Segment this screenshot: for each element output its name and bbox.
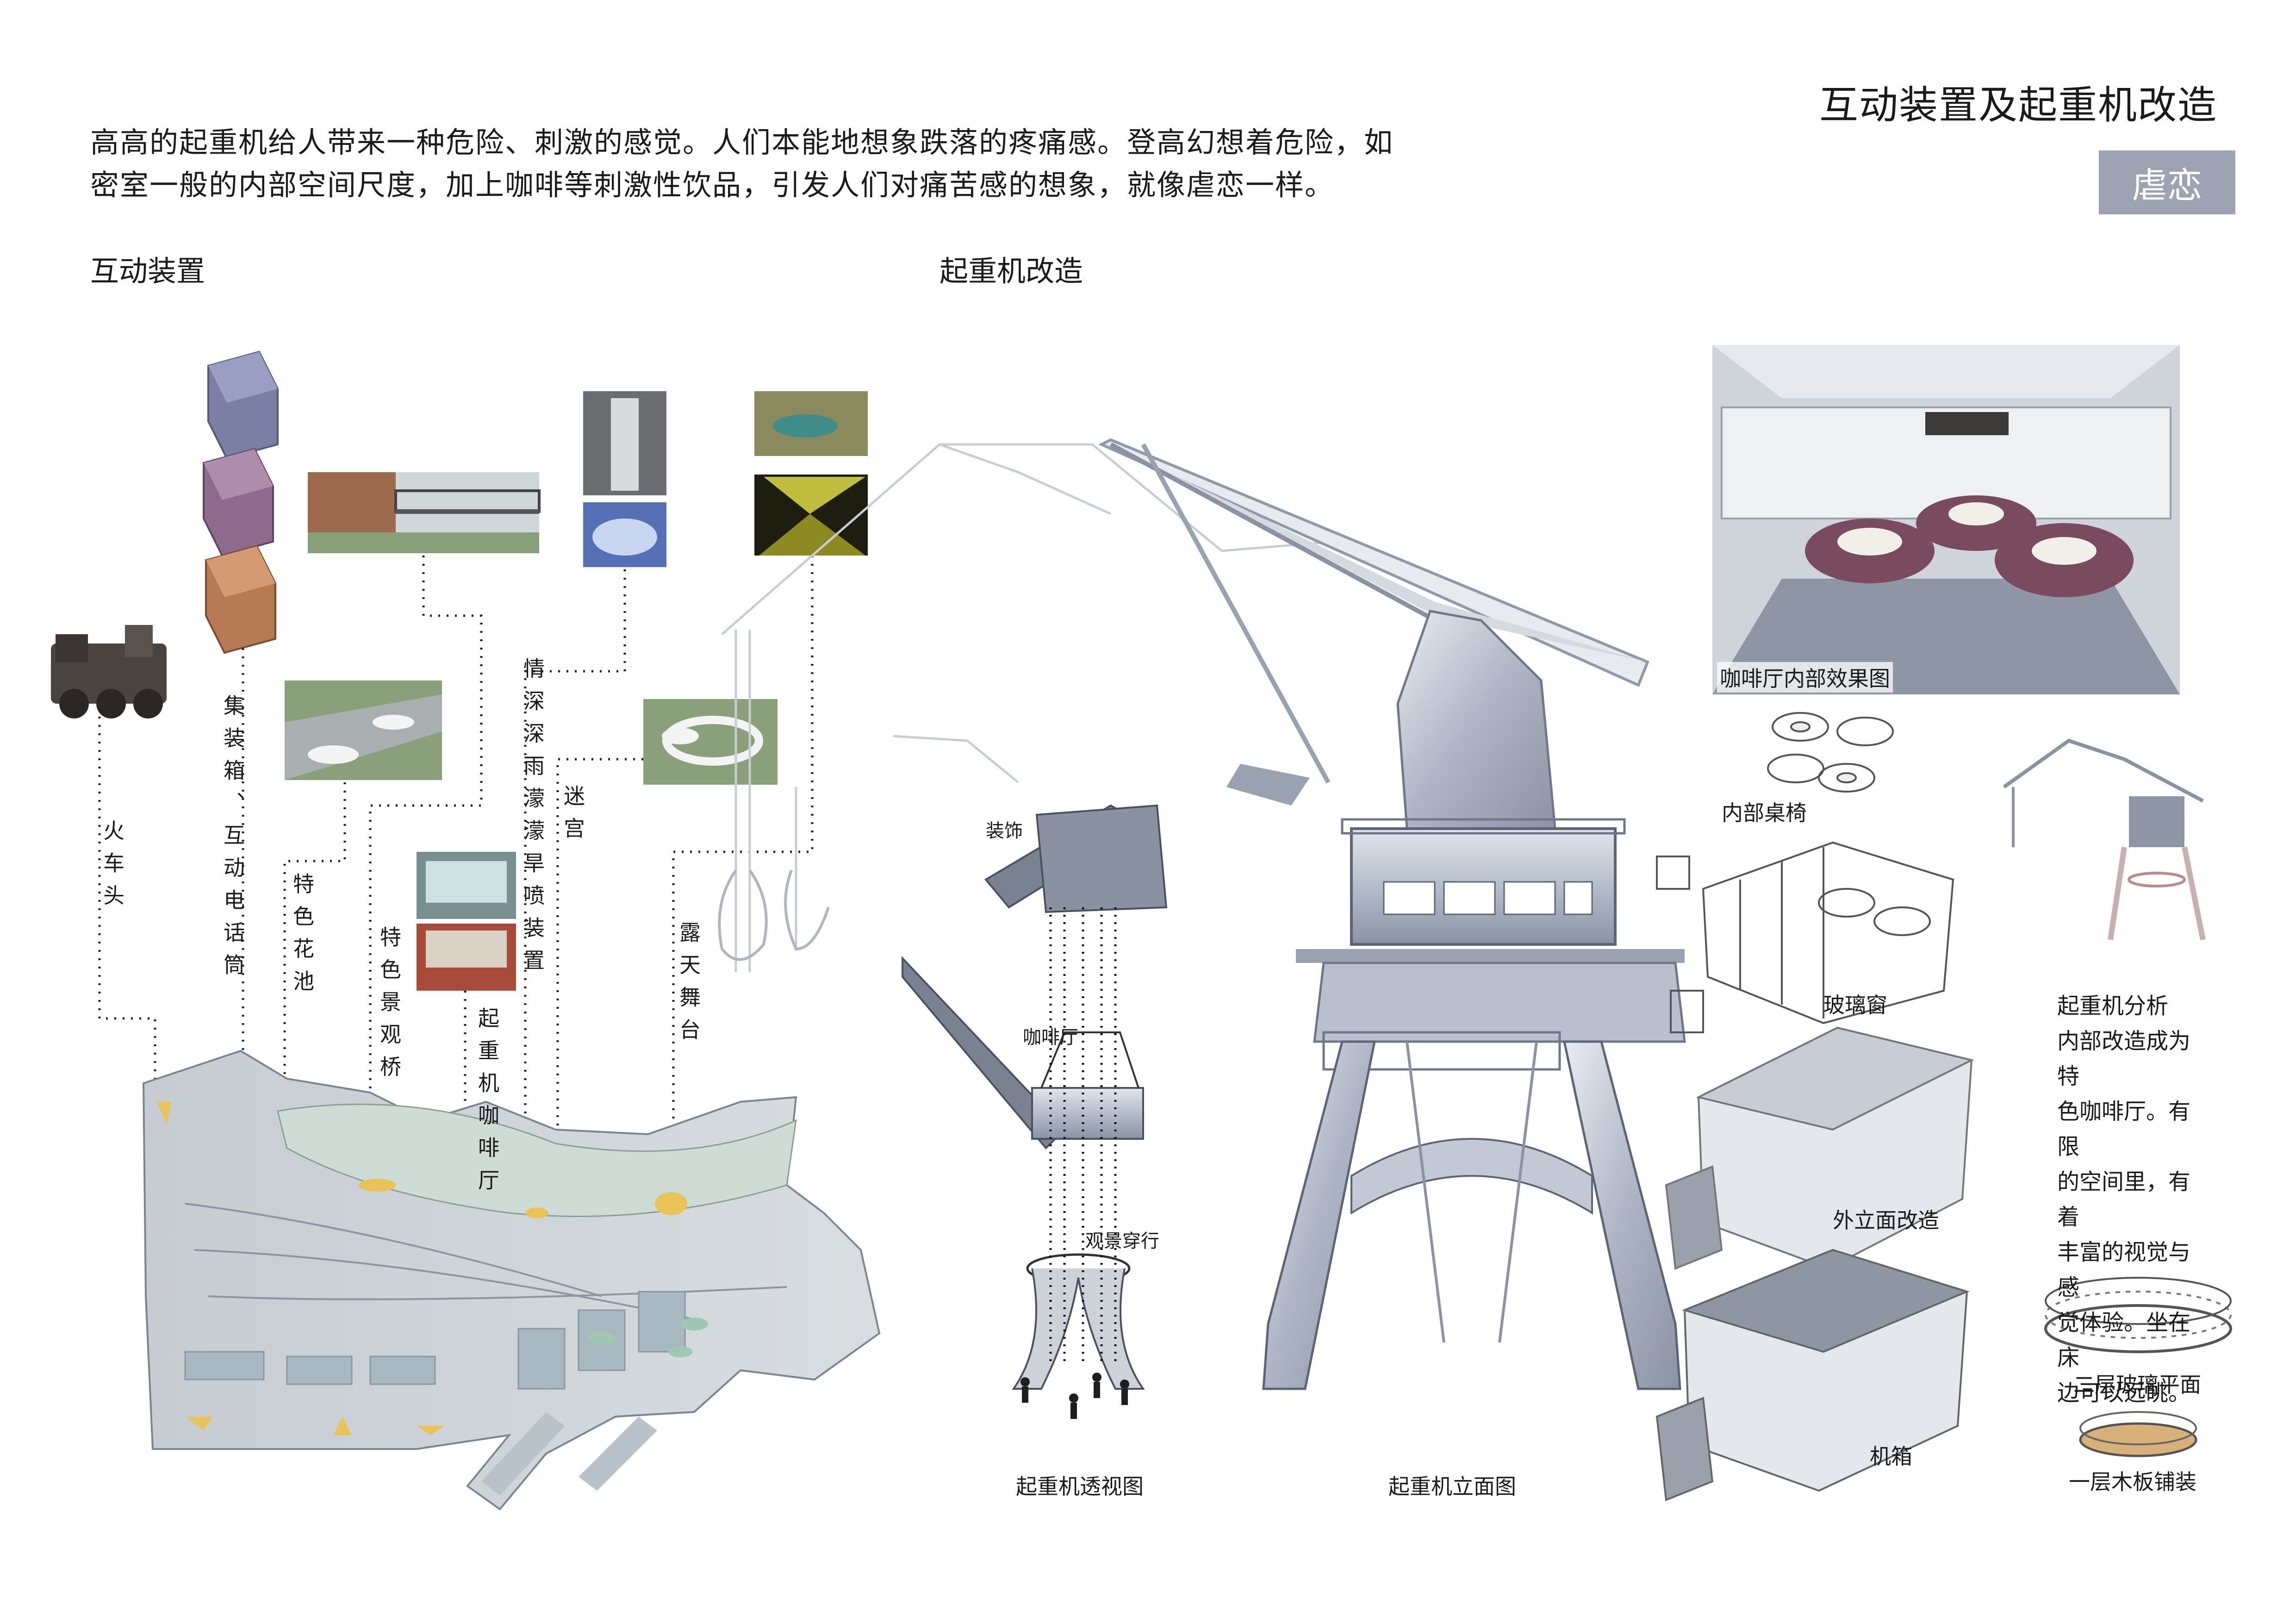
label-container: 集装箱、互动电话筒 [220,694,245,986]
intro-line-2: 密室一般的内部空间尺度，加上咖啡等刺激性饮品，引发人们对痛苦感的想象，就像虐恋一… [90,168,1335,202]
label-crane-cafe: 起重机咖啡厅 [475,1007,500,1201]
cabin-layer [1655,1249,1970,1501]
container-orange [205,545,276,654]
analysis-line: 丰富的视觉与感 [2057,1239,2191,1300]
small-objects [1656,856,1704,1033]
crane-analysis: 起重机分析 内部改造成为特 色咖啡厅。有限 的空间里，有着 丰富的视觉与感 觉体… [2057,988,2210,1411]
section-interactive: 互动装置 [90,254,205,288]
train-model-image [51,625,167,718]
bridge-photo [308,472,541,553]
label-glass-floor: 二层玻璃平面 [2073,1372,2201,1397]
stage-photo-1 [754,391,868,456]
section-crane: 起重机改造 [940,254,1083,288]
page-title: 互动装置及起重机改造 [1819,82,2217,128]
label-glass-window: 玻璃窗 [1823,993,1887,1018]
container-blue [207,350,279,460]
theme-badge: 虐恋 [2099,150,2235,214]
label-cafe: 咖啡厅 [1023,1027,1078,1048]
wood-floor-ring [2079,1411,2197,1457]
label-tables: 内部桌椅 [1722,800,1807,825]
perspective-caption: 起重机透视图 [1016,1474,1144,1499]
elevation-caption: 起重机立面图 [1388,1474,1516,1499]
intro-paragraph: 高高的起重机给人带来一种危险、刺激的感觉。人们本能地想象跌落的疼痛感。登高幻想着… [90,121,1394,206]
intro-line-1: 高高的起重机给人带来一种危险、刺激的感觉。人们本能地想象跌落的疼痛感。登高幻想着… [90,125,1394,159]
cafe-interior-render [1712,345,2180,694]
container-purple [203,448,274,557]
people-figures [1020,1373,1129,1419]
analysis-line: 内部改造成为特 [2057,1028,2191,1089]
label-facade: 外立面改造 [1833,1208,1939,1233]
crane-mini [2003,738,2206,941]
crane-elevation [718,438,1686,1390]
stage-photo-2 [754,475,868,556]
fountain-photo-1 [583,391,666,495]
analysis-line: 色咖啡厅。有限 [2057,1099,2191,1160]
cafe-thumb-1 [417,852,516,919]
glass-window-layer [1702,841,1954,1024]
label-train: 火车头 [100,819,125,917]
cafe-render-caption: 咖啡厅内部效果图 [1717,662,1893,693]
analysis-line: 的空间里，有着 [2057,1169,2191,1230]
label-view: 观景 [1085,1230,1122,1252]
label-stage: 露天舞台 [676,921,701,1051]
flower-pool-render [285,681,442,780]
label-cabin: 机箱 [1870,1444,1912,1469]
label-fountain: 情深深雨濛濛旱喷装置 [520,657,545,981]
maze-render [643,699,778,785]
leader-lines [98,556,814,1273]
label-pass: 穿行 [1122,1230,1159,1252]
crane-perspective [902,804,1168,1419]
crane-sketch-outline [721,443,1333,972]
label-wood-floor: 一层木板铺装 [2069,1469,2196,1494]
analysis-line: 边可以远眺。 [2057,1380,2191,1406]
label-maze: 迷宫 [560,785,585,849]
analysis-line: 觉体验。坐在床 [2057,1310,2191,1371]
site-plan [142,1049,881,1511]
glass-floor-ring [2044,1277,2232,1353]
label-bridge: 特色景观桥 [377,926,402,1088]
exploded-axonometric [1655,712,1974,1501]
label-flower-pool: 特色花池 [290,873,315,1002]
tables-layer [1767,712,1894,793]
fountain-photo-2 [583,502,666,567]
cafe-thumb-2 [417,924,516,991]
analysis-title: 起重机分析 [2057,993,2169,1019]
facade-layer [1665,1026,1974,1270]
label-decor: 装饰 [986,820,1023,842]
